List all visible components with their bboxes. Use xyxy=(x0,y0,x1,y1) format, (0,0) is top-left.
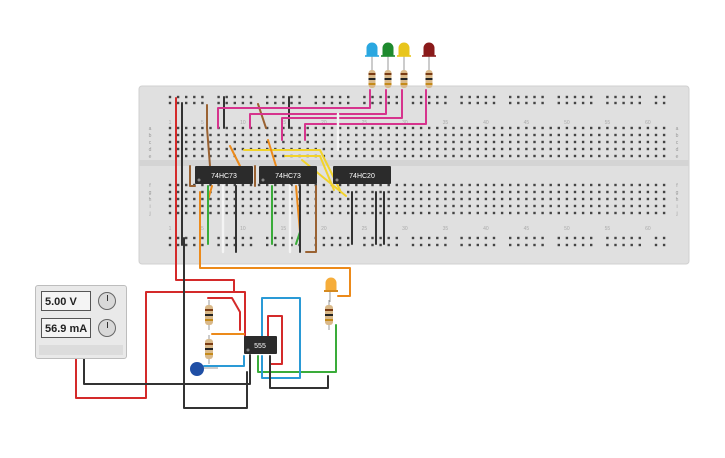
row-label: b xyxy=(676,133,679,139)
chip-label-u3: 74HC20 xyxy=(349,173,375,180)
col-number: 45 xyxy=(524,226,530,232)
col-number: 50 xyxy=(564,226,570,232)
row-label: b xyxy=(149,133,152,139)
resistor-r7[interactable] xyxy=(325,300,333,330)
wire-brown-5[interactable] xyxy=(305,185,317,253)
col-number: 35 xyxy=(443,120,449,126)
wire-brown-3[interactable] xyxy=(189,165,196,187)
capacitor[interactable] xyxy=(190,362,218,376)
chip-label-u2: 74HC73 xyxy=(275,173,301,180)
row-label: g xyxy=(149,190,152,196)
resistor-led-1[interactable] xyxy=(368,70,376,88)
wire-red-timer[interactable] xyxy=(267,315,283,365)
row-label: c xyxy=(149,140,152,146)
col-number: 60 xyxy=(645,226,651,232)
power-supply[interactable]: 5.00 V 56.9 mA xyxy=(35,285,127,359)
wire-orange-5[interactable] xyxy=(267,139,277,167)
col-number: 5 xyxy=(201,120,204,126)
row-label: h xyxy=(676,197,679,203)
wire-black-gnd[interactable] xyxy=(83,347,251,385)
col-number: 1 xyxy=(169,120,172,126)
current-knob[interactable] xyxy=(98,319,116,337)
chip-u3[interactable]: 74HC20 xyxy=(333,166,391,184)
wire-yellow-1[interactable] xyxy=(243,149,341,191)
col-number: 50 xyxy=(564,120,570,126)
col-number: 55 xyxy=(605,226,611,232)
chip-u2[interactable]: 74HC73 xyxy=(259,166,317,184)
led-orange[interactable] xyxy=(324,277,338,303)
col-number: 35 xyxy=(443,226,449,232)
col-number: 55 xyxy=(605,120,611,126)
psu-terminal-bar xyxy=(39,345,123,355)
wire-pink-2[interactable] xyxy=(249,89,387,129)
col-number: 15 xyxy=(281,226,287,232)
resistor-r6[interactable] xyxy=(205,335,213,364)
resistor-led-4[interactable] xyxy=(425,70,433,88)
col-number: 1 xyxy=(169,226,172,232)
resistor-led-3[interactable] xyxy=(400,70,408,88)
wire-blue-2[interactable] xyxy=(261,297,301,379)
wire-red-vcc[interactable] xyxy=(75,291,246,399)
col-number: 25 xyxy=(362,226,368,232)
wire-pink-1[interactable] xyxy=(217,89,371,129)
wire-pink-3[interactable] xyxy=(281,89,403,141)
wire-orange-2[interactable] xyxy=(229,145,241,167)
row-label: i xyxy=(676,204,677,210)
wire-black-timer[interactable] xyxy=(269,355,329,389)
wire-green-4[interactable] xyxy=(257,324,337,373)
wire-brown-1[interactable] xyxy=(206,104,211,167)
chip-u4[interactable]: 555 xyxy=(244,336,277,354)
row-label: h xyxy=(149,197,152,203)
row-label: e xyxy=(676,154,679,160)
voltage-knob[interactable] xyxy=(98,292,116,310)
wire-pink-4[interactable] xyxy=(304,89,427,141)
row-label: g xyxy=(676,190,679,196)
col-number: 30 xyxy=(402,226,408,232)
col-number: 45 xyxy=(524,120,530,126)
wire-red-rail[interactable] xyxy=(175,97,235,293)
col-number: 15 xyxy=(281,120,287,126)
chip-label-u4: 555 xyxy=(254,343,266,350)
row-label: j xyxy=(675,211,677,217)
chip-label-u1: 74HC73 xyxy=(211,173,237,180)
row-label: e xyxy=(149,154,152,160)
wire-yellow-2[interactable] xyxy=(284,155,335,191)
current-display: 56.9 mA xyxy=(41,318,91,338)
row-label: f xyxy=(676,183,678,189)
voltage-display: 5.00 V xyxy=(41,291,91,311)
resistor-led-2[interactable] xyxy=(384,70,392,88)
col-number: 40 xyxy=(483,226,489,232)
col-number: 40 xyxy=(483,120,489,126)
col-number: 60 xyxy=(645,120,651,126)
row-label: a xyxy=(149,126,152,132)
row-label: d xyxy=(149,147,152,153)
col-number: 10 xyxy=(240,226,246,232)
chip-u1[interactable]: 74HC73 xyxy=(195,166,253,184)
row-label: d xyxy=(676,147,679,153)
row-label: a xyxy=(676,126,679,132)
col-number: 20 xyxy=(321,226,327,232)
row-label: j xyxy=(148,211,150,217)
wire-black-rail[interactable] xyxy=(183,237,248,409)
row-label: f xyxy=(149,183,151,189)
resistor-r5[interactable] xyxy=(205,300,213,330)
wire-red-r5[interactable] xyxy=(207,297,241,331)
wire-orange-clock[interactable] xyxy=(199,191,351,297)
col-number: 10 xyxy=(240,120,246,126)
col-number: 5 xyxy=(201,226,204,232)
row-label: i xyxy=(149,204,150,210)
wire-blue-1[interactable] xyxy=(203,355,245,367)
row-label: c xyxy=(676,140,679,146)
